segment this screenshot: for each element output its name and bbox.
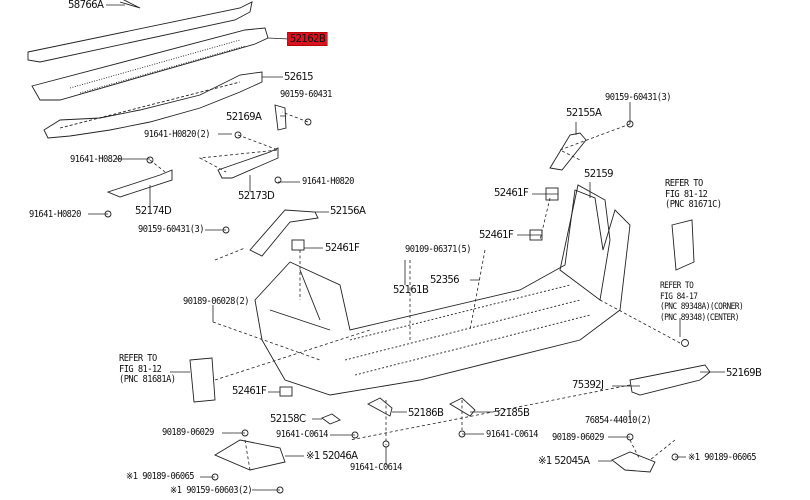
label-52159: 52159 [584,167,614,180]
ref-line: FIG 84-17 [660,291,698,302]
ref-line: FIG 81-12 [119,363,162,375]
bracket-52169a [274,104,287,131]
label-52046a: ※1 52046A [306,449,358,462]
reference-note-81681a: REFER TO FIG 81-12 (PNC 81681A) [119,353,176,386]
label-52161b: 52161B [393,283,429,296]
label-52461f: 52461F [494,186,529,199]
label-90159-60431-3: 90159-60431(3) [605,92,672,103]
ref-line: FIG 81-12 [665,188,708,200]
label-91641-c0614: 91641-C0614 [276,429,328,440]
reflector-right [671,219,695,271]
label-52461f: 52461F [325,241,360,254]
label-90189-06028-2: 90189-06028(2) [183,296,250,307]
label-91641-h0820-2: 91641-H0820(2) [144,129,211,140]
label-90189-06065: ※1 90189-06065 [688,452,757,463]
absorber-part [43,71,263,139]
label-52162b-highlighted[interactable]: 52162B [287,32,328,46]
ref-line: (PNC 89348)(CENTER) [660,312,740,323]
label-91641-c0614: 91641-C0614 [486,429,538,440]
reference-note-81671c: REFER TO FIG 81-12 (PNC 81671C) [665,178,722,211]
label-91641-h0820: 91641-H0820 [29,209,81,220]
label-52186b: 52186B [408,406,444,419]
label-91641-c0614: 91641-C0614 [350,462,402,473]
reference-note-89348: REFER TO FIG 84-17 (PNC 89348A)(CORNER) … [660,281,744,323]
label-52156a: 52156A [330,204,366,217]
label-90159-60431-3: 90159-60431(3) [138,224,205,235]
bracket-52156a [249,209,319,257]
retainer-52461f [291,239,305,251]
bracket-52173d [217,147,279,179]
label-90189-06065: ※1 90189-06065 [126,471,195,482]
step-cover-part [27,1,253,63]
label-91641-h0820: 91641-H0820 [70,154,122,165]
label-52356: 52356 [430,273,460,286]
label-52615: 52615 [284,70,314,83]
ref-line: REFER TO [660,281,694,291]
ref-line: REFER TO [119,353,157,364]
label-75392j: 75392J [572,378,604,391]
reflector-left [189,357,216,403]
label-90109-06371-5: 90109-06371(5) [405,244,472,255]
rear-bumper-cover [254,189,631,396]
spats-52045a [611,451,656,473]
clip-52158c [321,413,341,425]
bracket-52186b [367,397,393,417]
label-52173d: 52173D [238,189,275,202]
step-pad-part [31,27,269,101]
label-52158c: 52158C [270,412,306,425]
ref-line: (PNC 89348A)(CORNER) [660,302,744,312]
label-90159-60603-2: ※1 90159-60603(2) [170,485,253,496]
label-90189-06029: 90189-06029 [552,432,604,443]
bracket-52155a [549,132,587,171]
label-52185b: 52185B [494,406,530,419]
label-52169a: 52169A [226,110,262,123]
spats-52046a [214,439,286,471]
ref-line: REFER TO [665,178,703,189]
label-52155a: 52155A [566,106,602,119]
label-91641-h0820: 91641-H0820 [302,176,354,187]
label-52045a: ※1 52045A [538,454,590,467]
label-52169b: 52169B [726,366,762,379]
lower-trim-52169b [629,364,711,396]
label-52461f: 52461F [479,228,514,241]
bracket-52185b [449,397,476,417]
label-76854-44010-2: 76854-44010(2) [585,415,652,426]
ref-line: (PNC 81681A) [119,374,176,385]
bracket-52159 [559,184,611,301]
label-90189-06029: 90189-06029 [162,427,214,438]
bracket-52174d [106,169,173,198]
ref-line: (PNC 81671C) [665,199,722,210]
label-58766a: 58766A [68,0,104,11]
label-52174d: 52174D [135,204,172,217]
label-52461f: 52461F [232,384,267,397]
label-90159-60431: 90159-60431 [280,89,332,100]
